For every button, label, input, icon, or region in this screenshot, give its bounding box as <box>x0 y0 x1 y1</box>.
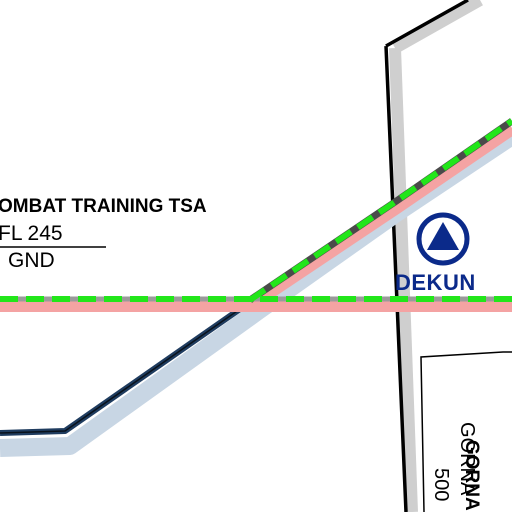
waypoint-label: DEKUN <box>395 270 476 295</box>
side-label-group: GORNA GORNA 500 <box>420 400 512 512</box>
boundary-line-vertical <box>384 0 469 512</box>
route-halo-diagonal <box>246 122 512 311</box>
side-label-line2: GORNA <box>456 422 478 496</box>
airspace-upper-limit: FL 245 <box>0 222 63 245</box>
tsa-boundary-line-core <box>0 301 251 434</box>
waypoint-icon <box>416 212 470 266</box>
route-dash-diagonal <box>248 118 512 303</box>
side-label-line3: 500 <box>430 468 452 502</box>
boundary-halo-vertical <box>389 0 483 512</box>
airspace-name: OMBAT TRAINING TSA <box>0 196 207 217</box>
side-panel-frame <box>420 351 512 512</box>
airspace-lower-limit: GND <box>8 249 55 272</box>
